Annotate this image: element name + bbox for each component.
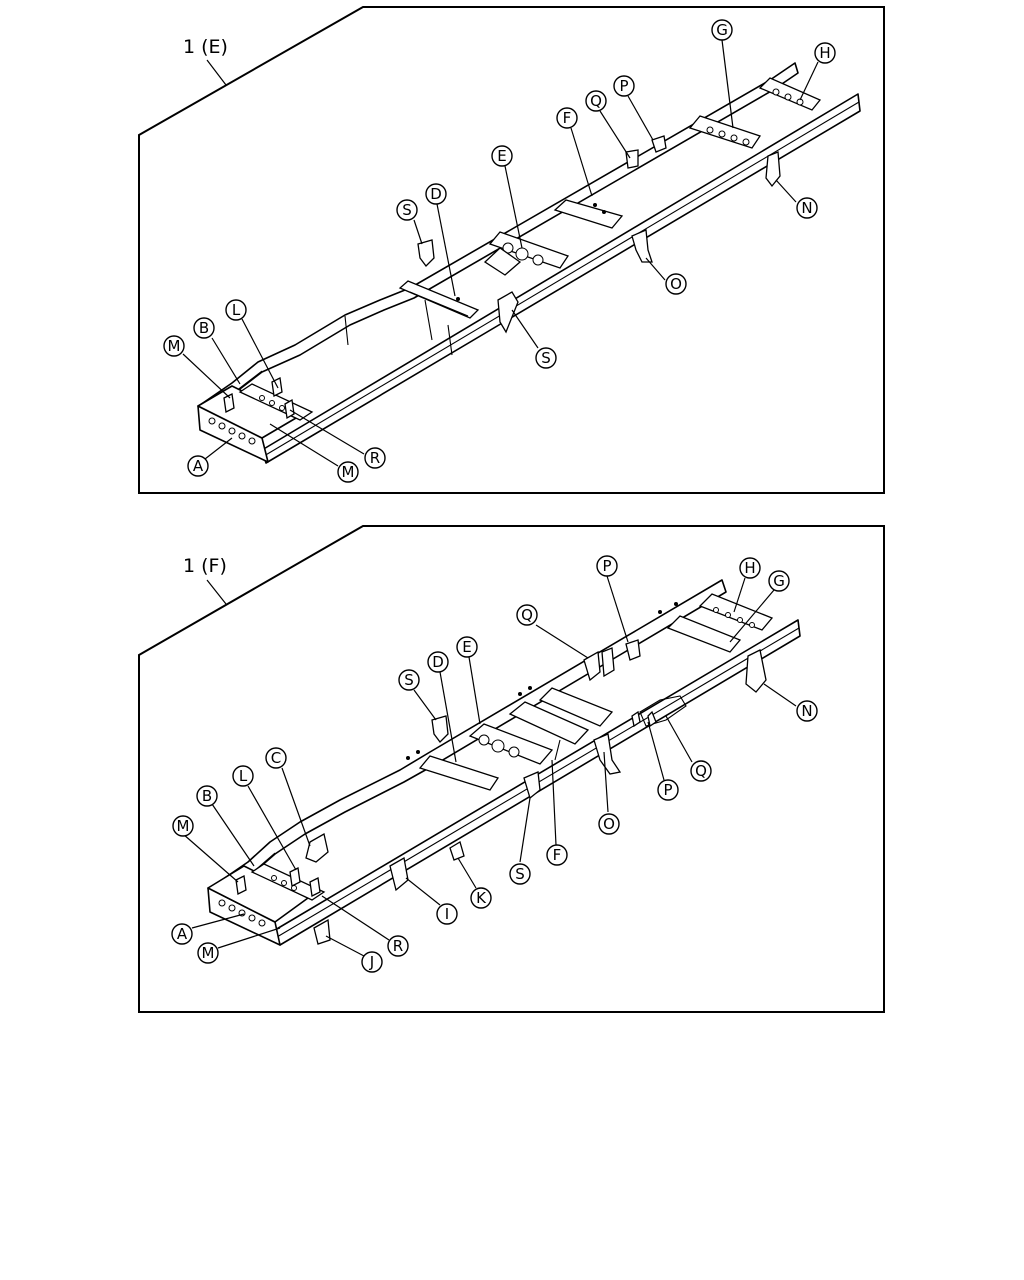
svg-text:D: D: [432, 653, 444, 671]
svg-text:A: A: [177, 925, 188, 943]
panel-f-frame-drawing: [207, 579, 801, 946]
svg-text:B: B: [199, 319, 209, 337]
svg-text:R: R: [370, 449, 380, 467]
callout-e-B: B: [193, 317, 215, 339]
panel-f: 1 (F): [138, 525, 885, 1013]
svg-text:F: F: [563, 109, 572, 127]
callout-e-M2: M: [337, 461, 359, 483]
panel-e-frame: [138, 6, 885, 494]
callout-e-F: F: [556, 107, 578, 129]
callout-e-A: A: [187, 455, 209, 477]
svg-text:Q: Q: [695, 762, 707, 780]
svg-text:M: M: [202, 944, 215, 962]
callout-f-E: E: [456, 636, 478, 658]
callout-e-R: R: [364, 447, 386, 469]
callout-f-S2: S: [509, 863, 531, 885]
callout-e-O: O: [665, 273, 687, 295]
callout-f-P1: P: [596, 555, 618, 577]
svg-text:F: F: [553, 846, 562, 864]
svg-text:S: S: [515, 865, 525, 883]
callout-e-D: D: [425, 183, 447, 205]
svg-text:L: L: [239, 767, 248, 785]
svg-text:M: M: [177, 817, 190, 835]
callout-f-H: H: [739, 557, 761, 579]
callout-f-D: D: [427, 651, 449, 673]
panel-f-title: 1 (F): [183, 555, 227, 577]
svg-text:E: E: [462, 638, 471, 656]
svg-text:Q: Q: [590, 92, 602, 110]
svg-text:Q: Q: [521, 606, 533, 624]
panel-e-title: 1 (E): [183, 36, 228, 58]
svg-text:N: N: [801, 702, 812, 720]
svg-text:D: D: [430, 185, 442, 203]
panel-f-frame: [138, 525, 885, 1013]
panel-f-leaders: [182, 575, 797, 957]
callout-f-Q1: Q: [516, 604, 538, 626]
callout-e-E: E: [491, 145, 513, 167]
svg-text:J: J: [369, 953, 374, 971]
callout-f-A: A: [171, 923, 193, 945]
svg-text:B: B: [202, 787, 212, 805]
callout-f-N: N: [796, 700, 818, 722]
svg-text:S: S: [541, 349, 551, 367]
callout-e-P: P: [613, 75, 635, 97]
callout-f-L: L: [232, 765, 254, 787]
callout-e-H: H: [814, 42, 836, 64]
panel-e-title-leader: [206, 59, 227, 86]
svg-text:H: H: [819, 44, 830, 62]
svg-text:C: C: [271, 749, 281, 767]
callout-f-G: G: [768, 570, 790, 592]
panel-e-frame-drawing: [197, 62, 861, 464]
callout-f-R: R: [387, 935, 409, 957]
callout-f-M1: M: [172, 815, 194, 837]
panel-e-callouts: G H P Q F E D S N O S L B M R A M: [163, 19, 836, 483]
callout-e-L: L: [225, 299, 247, 321]
svg-text:K: K: [476, 889, 487, 907]
svg-text:M: M: [342, 463, 355, 481]
svg-text:S: S: [402, 201, 412, 219]
callout-f-I: I: [436, 903, 458, 925]
callout-f-Q2: Q: [690, 760, 712, 782]
svg-text:E: E: [497, 147, 506, 165]
svg-text:O: O: [603, 815, 615, 833]
callout-e-M1: M: [163, 335, 185, 357]
callout-f-P2: P: [657, 779, 679, 801]
svg-text:A: A: [193, 457, 204, 475]
svg-text:G: G: [716, 21, 728, 39]
svg-text:O: O: [670, 275, 682, 293]
callout-f-J: J: [361, 951, 383, 973]
callout-e-Q: Q: [585, 90, 607, 112]
svg-text:L: L: [232, 301, 241, 319]
callout-f-M2: M: [197, 942, 219, 964]
callout-e-G: G: [711, 19, 733, 41]
panel-e-leaders: [182, 39, 819, 467]
svg-text:M: M: [168, 337, 181, 355]
callout-e-S1: S: [396, 199, 418, 221]
callout-f-C: C: [265, 747, 287, 769]
callout-f-O: O: [598, 813, 620, 835]
svg-text:I: I: [445, 905, 449, 923]
svg-text:P: P: [619, 77, 628, 95]
callout-f-F: F: [546, 844, 568, 866]
callout-e-S2: S: [535, 347, 557, 369]
svg-text:G: G: [773, 572, 785, 590]
svg-text:P: P: [663, 781, 672, 799]
svg-text:R: R: [393, 937, 403, 955]
svg-text:S: S: [404, 671, 414, 689]
svg-text:N: N: [801, 199, 812, 217]
svg-text:H: H: [744, 559, 755, 577]
panel-e: 1 (E): [138, 6, 885, 494]
callout-f-B: B: [196, 785, 218, 807]
callout-f-S1: S: [398, 669, 420, 691]
panel-f-callouts: P H G Q E D S N C L B M Q P O F S K I R …: [171, 555, 818, 973]
callout-e-N: N: [796, 197, 818, 219]
svg-text:P: P: [602, 557, 611, 575]
callout-f-K: K: [470, 887, 492, 909]
